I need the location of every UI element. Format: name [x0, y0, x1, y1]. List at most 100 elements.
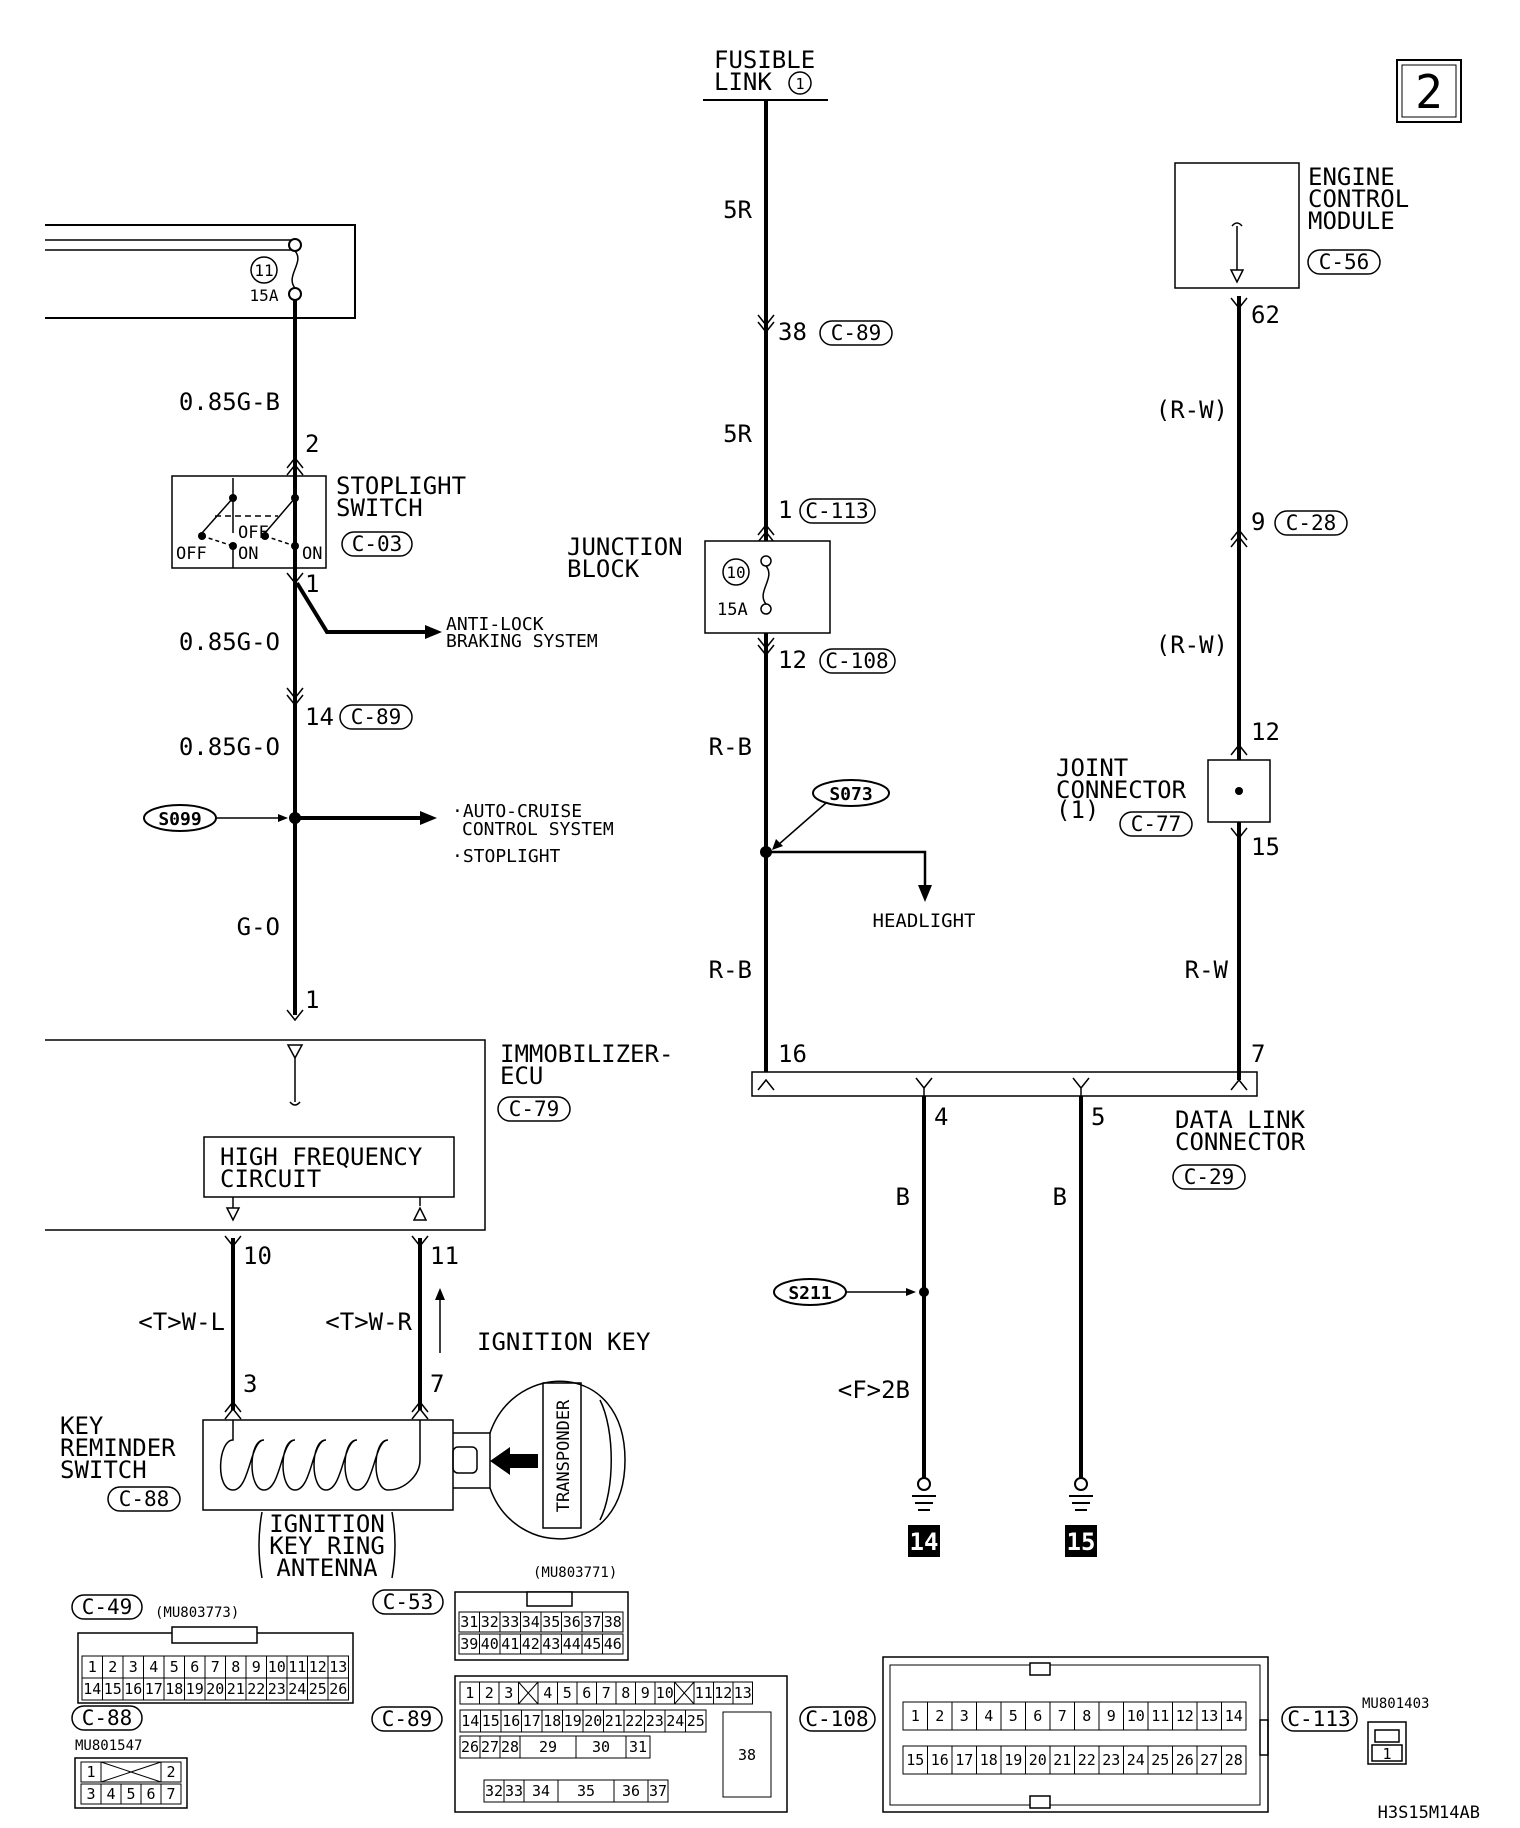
wire-label-085gb: 0.85G-B [179, 388, 280, 416]
ground-14: 14 [908, 1477, 940, 1557]
connector-pin: 19 [186, 1680, 204, 1698]
connector-arrow [411, 1235, 429, 1248]
switch-pos-off: OFF [176, 544, 207, 564]
connector-pin: 6 [582, 1684, 591, 1702]
pin-label: 1 [778, 496, 792, 524]
connector-cavity [722, 1711, 772, 1798]
immobilizer-label: ECU [500, 1062, 543, 1090]
connector-pin: 9 [1107, 1707, 1116, 1725]
connector-arrow [286, 687, 304, 707]
wire-label-rb: R-B [709, 956, 752, 984]
fuse-10-number: 10 [726, 563, 745, 582]
connector-pin: 28 [501, 1738, 519, 1756]
ground-number: 15 [1067, 1528, 1096, 1556]
connector-pin: 23 [646, 1712, 664, 1730]
connector-ref-c29: C-29 [1184, 1165, 1235, 1189]
connector-arrow [1230, 528, 1248, 548]
connector-cavity [1025, 1701, 1051, 1731]
ignition-key: IGNITION KEY TRANSPONDER [452, 1328, 651, 1540]
connector-pin: 28 [1225, 1751, 1243, 1769]
connector-pin: 7 [602, 1684, 611, 1702]
connector-pin: 1 [86, 1763, 95, 1781]
connector-cavity [685, 1709, 707, 1733]
pin-label: 16 [778, 1040, 807, 1068]
arrow-head [425, 625, 442, 639]
connector-pin: 12 [714, 1684, 732, 1702]
connector-pin: 17 [523, 1712, 541, 1730]
wire-label-rb: R-B [709, 733, 752, 761]
wire-abs-branch [295, 581, 430, 634]
connector-pin: 8 [1082, 1707, 1091, 1725]
connector-pin: 10 [1127, 1707, 1145, 1725]
connector-cavity [732, 1681, 753, 1705]
connector-ref-c77: C-77 [1131, 812, 1182, 836]
connector-pin: 2 [485, 1684, 494, 1702]
destination-cruise: ·AUTO-CRUISE [452, 801, 582, 822]
connector-pin: 7 [211, 1658, 220, 1676]
connector-pin: 21 [605, 1712, 623, 1730]
junction-block-label: JUNCTION [567, 533, 683, 561]
connector-pin: 16 [502, 1712, 520, 1730]
connector-arrow [757, 637, 775, 657]
connector-part-number: (MU803771) [533, 1565, 617, 1581]
connector-pin: 43 [542, 1635, 560, 1653]
splice-label: S099 [158, 809, 201, 830]
connector-pin: 44 [563, 1635, 581, 1653]
connector-cavity [160, 1761, 182, 1783]
fuse-11-number: 11 [254, 261, 273, 280]
connector-view-c113: C-113 MU801403 1 [1281, 1696, 1429, 1765]
connector-pin: 20 [584, 1712, 602, 1730]
connector-pin: 29 [539, 1738, 557, 1756]
connector-part-number: MU801547 [75, 1738, 142, 1754]
connector-pin: 15 [104, 1680, 122, 1698]
connector-pin: 34 [522, 1613, 540, 1631]
connector-pin: 16 [931, 1751, 949, 1769]
connector-pin: 6 [1033, 1707, 1042, 1725]
connector-pin: 3 [86, 1785, 95, 1803]
data-link-label: DATA LINK [1175, 1106, 1306, 1134]
connector-pin: 1 [911, 1707, 920, 1725]
pin-label: 14 [305, 703, 334, 731]
connector-pin: 6 [146, 1785, 155, 1803]
connector-pin: 5 [126, 1785, 135, 1803]
connector-pin: 20 [1029, 1751, 1047, 1769]
connector-pin: 21 [227, 1680, 245, 1698]
splice-s073: S073 [760, 779, 890, 858]
connector-pin: 40 [481, 1635, 499, 1653]
connector-ref-c88: C-88 [119, 1487, 170, 1511]
connector-pin: 46 [604, 1635, 622, 1653]
connector-pin: 8 [621, 1684, 630, 1702]
connector-view-label: C-88 [82, 1706, 133, 1730]
ground-15: 15 [1065, 1477, 1097, 1557]
connector-pin: 11 [695, 1684, 713, 1702]
connector-pin: 25 [309, 1680, 327, 1698]
joint-connector: JOINT CONNECTOR (1) C-77 [1056, 754, 1271, 837]
connector-arrow [757, 523, 775, 543]
connector-pin: 26 [1176, 1751, 1194, 1769]
connector-ref-c28: C-28 [1286, 511, 1337, 535]
immobilizer-ecu: IMMOBILIZER- ECU C-79 HIGH FREQUENCY CIR… [45, 1039, 673, 1231]
pin-label: 15 [1251, 833, 1280, 861]
wire-label-085go: 0.85G-O [179, 733, 280, 761]
connector-pin: 22 [1078, 1751, 1096, 1769]
connector-pin: 3 [504, 1684, 513, 1702]
connector-cavity [602, 1633, 624, 1655]
connector-pin: 27 [481, 1738, 499, 1756]
connector-pin: 35 [542, 1613, 560, 1631]
destination-headlight: HEADLIGHT [873, 910, 976, 932]
splice-s211: S211 [773, 1278, 929, 1306]
connector-pin: 7 [1058, 1707, 1067, 1725]
connector-pin: 41 [501, 1635, 519, 1653]
pin-label: 7 [1251, 1040, 1265, 1068]
connector-part-number: MU801403 [1362, 1696, 1429, 1712]
connector-pin: 26 [329, 1680, 347, 1698]
connector-pin: 35 [577, 1782, 595, 1800]
wire-label-rw: (R-W) [1156, 631, 1228, 659]
blank-cavity-mark [518, 1681, 539, 1705]
